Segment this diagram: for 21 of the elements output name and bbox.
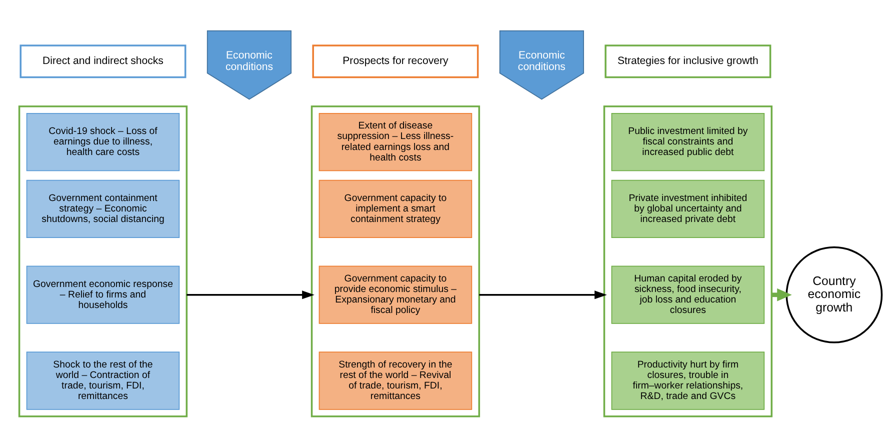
node-box: Human capital eroded by sickness, food insecurity, job loss and education closures bbox=[611, 266, 765, 324]
node-box: Covid-19 shock – Loss of earnings due to illness, health care costs bbox=[26, 112, 180, 172]
node-box: Prospects for recovery bbox=[312, 44, 479, 78]
cluster bbox=[18, 105, 188, 418]
node-box: Productivity hurt by firm closures, trouble in firm–worker relationships, R&D, trade and GVCs bbox=[611, 352, 765, 410]
node-circle: Country economic growth bbox=[786, 246, 883, 344]
node-box: Government capacity to implement a smart containment strategy bbox=[318, 180, 472, 238]
node-box: Strength of recovery in the rest of the world – Revival of trade, tourism, FDI, remittances bbox=[318, 352, 472, 410]
node-box: Government containment strategy – Economic shutdowns, social distancing bbox=[26, 180, 180, 238]
node-box: Private investment inhibited by global uncertainty and increased private debt bbox=[611, 180, 765, 238]
node-box: Direct and indirect shocks bbox=[20, 44, 186, 78]
arrow bbox=[479, 290, 607, 300]
cluster bbox=[603, 105, 772, 418]
node-box: Public investment limited by fiscal constraints and increased public debt bbox=[611, 112, 765, 172]
node-box: Shock to the rest of the world – Contraction of trade, tourism, FDI, remittances bbox=[26, 352, 180, 410]
node-box: Extent of disease suppression – Less illness-related earnings loss and health costs bbox=[318, 112, 472, 172]
arrow bbox=[186, 290, 314, 300]
node-box: Government capacity to provide economic stimulus – Expansionary monetary and fiscal policy bbox=[318, 266, 472, 324]
cluster bbox=[310, 105, 480, 418]
node-box: Strategies for inclusive growth bbox=[604, 44, 772, 78]
node-box: Government economic response – Relief to firms and households bbox=[26, 266, 180, 324]
